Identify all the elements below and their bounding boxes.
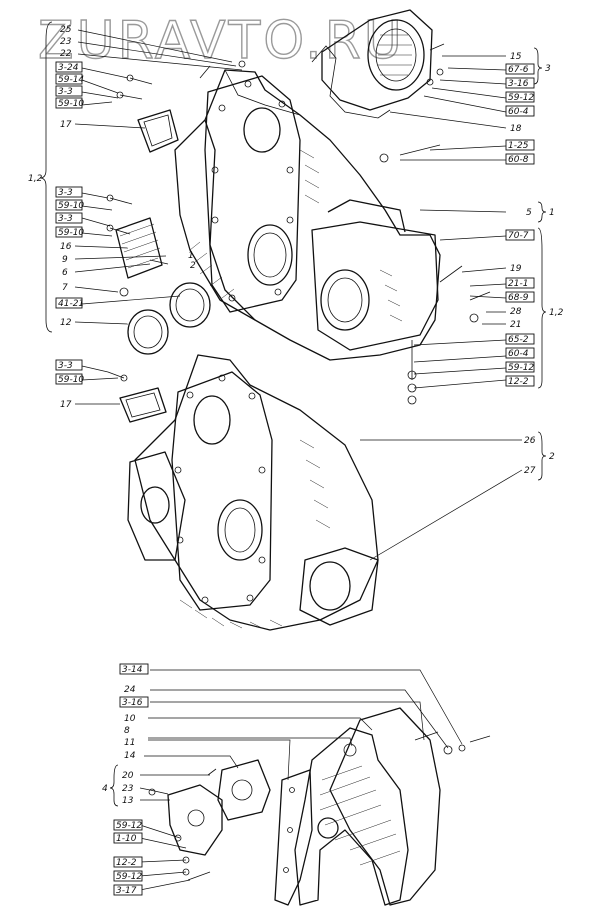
bell-cover-drawing [311,9,433,119]
callout-60-4-b: 60-4 [508,349,529,359]
callout-25: 25 [60,25,72,35]
callout-1-25: 1-25 [508,141,529,151]
group-label-1-2-right: 1,2 [549,308,564,318]
small-label-2: 2 [190,261,196,271]
small-label-1: 1 [188,251,194,261]
callout-60-4-a: 60-4 [508,107,529,117]
group-label-1-2-left: 1,2 [28,174,43,184]
callout-21: 21 [510,320,521,330]
callout-20: 20 [122,771,134,781]
callout-70-7: 70-7 [508,231,529,241]
callout-6: 6 [62,268,68,278]
bottom-plate-assembly-drawing [148,707,491,906]
callout-3-3-a: 3-3 [58,87,73,97]
callout-3-3-c: 3-3 [58,214,73,224]
callout-17-a: 17 [60,120,72,130]
leader-lines [74,29,523,891]
callout-3-17: 3-17 [116,886,137,896]
lower-housing-drawing [107,354,379,631]
callout-8: 8 [124,726,130,736]
callout-60-8: 60-8 [508,155,529,165]
callout-3-3-b: 3-3 [58,188,73,198]
callout-3-16-b: 3-16 [122,698,143,708]
callout-12: 12 [60,318,72,328]
callout-59-12-a: 59-12 [508,93,534,103]
callout-3-16-a: 3-16 [508,79,529,89]
callout-59-14: 59-14 [58,75,84,85]
callout-59-12-c: 59-12 [116,821,142,831]
callout-7: 7 [62,283,68,293]
callout-3-14: 3-14 [122,665,143,675]
group-label-3: 3 [545,64,551,74]
group-label-4: 4 [102,784,108,794]
callout-21-1: 21-1 [508,279,528,289]
callout-65-2: 65-2 [508,335,529,345]
callout-12-2-a: 12-2 [508,377,529,387]
callout-27: 27 [524,466,536,476]
callout-3-24: 3-24 [58,63,79,73]
callout-24: 24 [124,685,136,695]
callout-41-21: 41-21 [58,299,84,309]
callout-68-9: 68-9 [508,293,529,303]
group-label-1: 1 [549,208,555,218]
callout-18: 18 [510,124,522,134]
callout-22: 22 [60,49,72,59]
callout-26: 26 [524,436,536,446]
callout-17-b: 17 [60,400,72,410]
left-small-parts-upper [106,60,246,355]
callout-67-6: 67-6 [508,65,529,75]
callout-23-b: 23 [122,784,134,794]
callout-15: 15 [510,52,522,62]
callout-59-12-b: 59-12 [508,363,534,373]
callout-59-12-d: 59-12 [116,872,142,882]
callout-19: 19 [510,264,522,274]
callout-59-10-b: 59-10 [58,201,84,211]
callout-1-10: 1-10 [116,834,137,844]
callout-13: 13 [122,796,134,806]
callout-28: 28 [510,307,522,317]
callout-23: 23 [60,37,72,47]
callout-12-2-b: 12-2 [116,858,137,868]
callout-59-10-d: 59-10 [58,375,84,385]
watermark: ZURAVTO.RU [38,11,405,71]
callout-59-10-c: 59-10 [58,228,84,238]
callout-11: 11 [124,738,135,748]
callout-16: 16 [60,242,72,252]
callout-9: 9 [62,255,68,265]
upper-housing-drawing [174,69,441,361]
group-label-2: 2 [549,452,555,462]
callout-59-10-a: 59-10 [58,99,84,109]
group-braces [39,21,547,807]
callout-14: 14 [124,751,136,761]
callout-5: 5 [526,208,532,218]
callout-3-3-d: 3-3 [58,361,73,371]
right-small-parts-upper [379,43,491,405]
callout-10: 10 [124,714,136,724]
